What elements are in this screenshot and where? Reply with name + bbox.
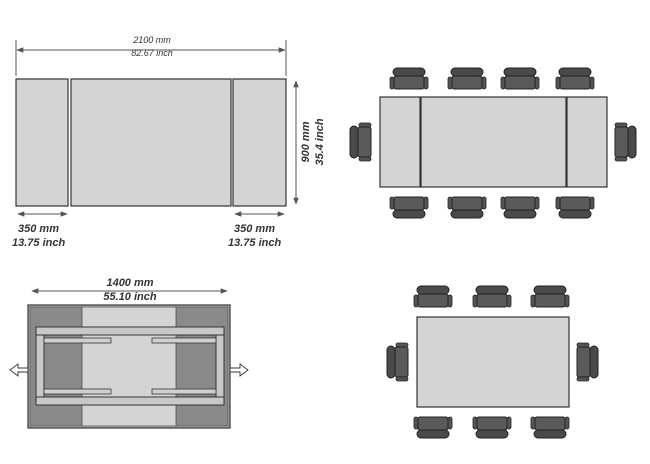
chair-icon — [389, 196, 429, 219]
closed-table-underside-view: 1400 mm 55.10 inch — [9, 277, 249, 429]
left-extension-inch-label: 13.75 inch — [12, 237, 65, 249]
chair-icon — [472, 416, 512, 439]
right-extension-leaf — [566, 96, 608, 188]
chair-icon — [530, 285, 570, 308]
depth-inch-label: 35.4 inch — [314, 118, 326, 165]
chair-icon — [500, 67, 540, 90]
slider-bar — [151, 337, 217, 344]
slider-bar — [151, 388, 217, 395]
arrow-icon — [9, 363, 29, 377]
frame-side-right — [215, 334, 225, 398]
extended-table-seating-view — [349, 67, 637, 219]
extended-table-view: 2100 mm 82.67 inch 900 mm 35.4 inch 350 … — [12, 35, 326, 249]
chair-icon — [500, 196, 540, 219]
right-extension-mm-label: 350 mm — [234, 223, 275, 235]
chair-icon — [472, 285, 512, 308]
chair-icon — [447, 67, 487, 90]
table-top — [416, 316, 570, 408]
chair-icon — [576, 342, 599, 382]
frame-rail-top — [35, 326, 225, 336]
chair-icon — [614, 122, 637, 162]
chair-icon — [413, 285, 453, 308]
chair-icon — [447, 196, 487, 219]
total-length-inch-label: 82.67 inch — [131, 48, 173, 58]
arrow-icon — [229, 363, 249, 377]
frame-rail-bottom — [35, 396, 225, 406]
chair-icon — [555, 196, 595, 219]
slider-bar — [43, 337, 112, 344]
right-extension-inch-label: 13.75 inch — [228, 237, 281, 249]
chair-icon — [386, 342, 409, 382]
chair-icon — [530, 416, 570, 439]
chair-icon — [413, 416, 453, 439]
closed-table-seating-view — [386, 285, 599, 439]
right-extension-leaf — [232, 78, 287, 207]
center-panel — [81, 306, 177, 427]
slider-bar — [43, 388, 112, 395]
total-length-mm-label: 2100 mm — [132, 35, 171, 45]
chair-icon — [349, 122, 372, 162]
left-extension-leaf — [15, 78, 69, 207]
depth-mm-label: 900 mm — [300, 121, 312, 162]
center-table-top — [420, 96, 567, 188]
closed-length-mm-label: 1400 mm — [106, 277, 153, 289]
chair-icon — [389, 67, 429, 90]
center-table-top — [70, 78, 232, 207]
left-extension-mm-label: 350 mm — [18, 223, 59, 235]
frame-side-left — [35, 334, 45, 398]
left-extension-leaf — [379, 96, 421, 188]
closed-length-inch-label: 55.10 inch — [103, 291, 156, 303]
chair-icon — [555, 67, 595, 90]
